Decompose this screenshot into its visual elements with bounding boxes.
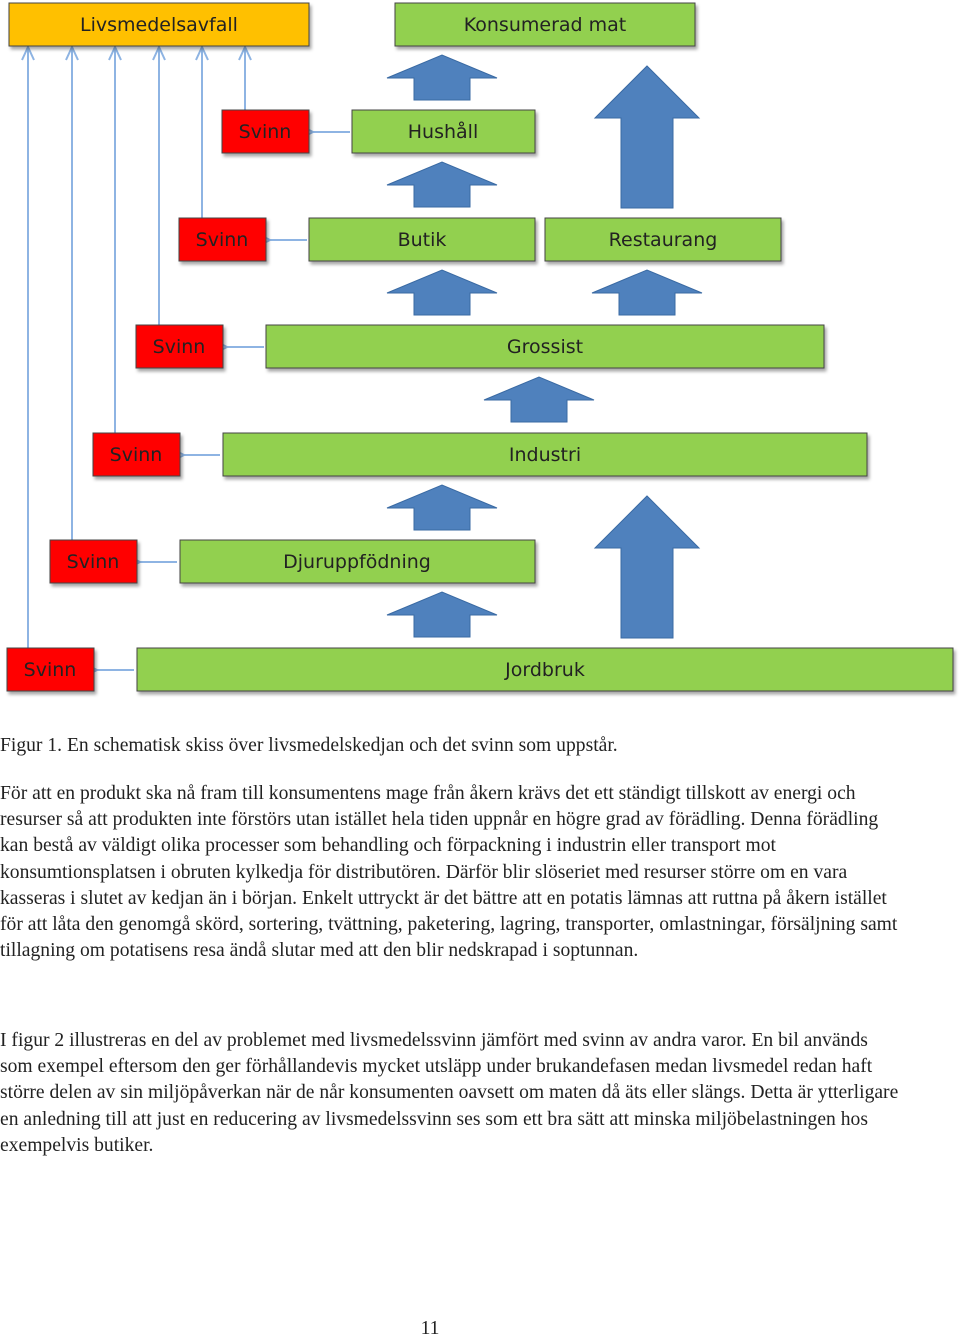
paragraph-text: I figur 2 illustreras en del av probleme… <box>0 1030 899 1156</box>
svinn-label: Svinn <box>24 659 77 681</box>
up-arrow-icon <box>386 591 498 638</box>
waste-line-arrowheads <box>21 44 252 61</box>
stage-label: Jordbruk <box>504 659 585 681</box>
svinn-label: Svinn <box>196 229 249 251</box>
up-arrow-icon <box>483 376 595 423</box>
svinn-box: Svinn <box>135 324 224 369</box>
food-chain-diagram: Livsmedelsavfall Konsumerad mat Hushåll … <box>6 2 954 692</box>
paragraph-text: För att en produkt ska nå fram till kons… <box>0 783 898 962</box>
big-up-arrow-icon <box>593 495 701 639</box>
svinn-box: Svinn <box>92 432 181 477</box>
waste-lines <box>27 48 246 648</box>
up-arrow-icon <box>386 484 498 531</box>
konsumerad-mat-label: Konsumerad mat <box>464 14 626 36</box>
svinn-label: Svinn <box>239 121 292 143</box>
caption-text: Figur 1. En schematisk skiss över livsme… <box>0 735 618 756</box>
up-arrow-icon <box>386 54 498 101</box>
svinn-label: Svinn <box>67 551 120 573</box>
stage-label: Butik <box>398 229 447 251</box>
page-number: 11 <box>420 1318 440 1339</box>
up-arrow-icon <box>591 269 703 316</box>
stage-label: Grossist <box>507 336 583 358</box>
stage-butik: Butik <box>308 217 536 262</box>
stage-djuruppfodning: Djuruppfödning <box>179 539 536 584</box>
livsmedelsavfall-label: Livsmedelsavfall <box>80 14 238 36</box>
konsumerad-mat-box: Konsumerad mat <box>394 2 696 47</box>
figure-caption: Figur 1. En schematisk skiss över livsme… <box>0 733 900 759</box>
svinn-box: Svinn <box>6 647 95 692</box>
svinn-label: Svinn <box>110 444 163 466</box>
svinn-box: Svinn <box>49 539 138 584</box>
stage-industri: Industri <box>222 432 868 477</box>
stage-label: Restaurang <box>609 229 718 251</box>
livsmedelsavfall-box: Livsmedelsavfall <box>8 2 310 47</box>
stage-restaurang: Restaurang <box>544 217 782 262</box>
stage-grossist: Grossist <box>265 324 825 369</box>
stage-jordbruk: Jordbruk <box>136 647 954 692</box>
svinn-label: Svinn <box>153 336 206 358</box>
up-arrow-icon <box>386 161 498 208</box>
up-arrow-icon <box>386 269 498 316</box>
svinn-arrows <box>97 132 350 670</box>
stage-label: Hushåll <box>408 120 478 143</box>
body-paragraph: I figur 2 illustreras en del av probleme… <box>0 1028 900 1159</box>
body-paragraph: För att en produkt ska nå fram till kons… <box>0 781 900 964</box>
stage-hushall: Hushåll <box>351 109 536 154</box>
stage-label: Djuruppfödning <box>283 551 431 573</box>
svinn-box: Svinn <box>221 109 310 154</box>
stage-label: Industri <box>509 444 581 466</box>
svinn-box: Svinn <box>178 217 267 262</box>
flow-arrows <box>386 54 703 639</box>
big-up-arrow-icon <box>593 65 701 209</box>
